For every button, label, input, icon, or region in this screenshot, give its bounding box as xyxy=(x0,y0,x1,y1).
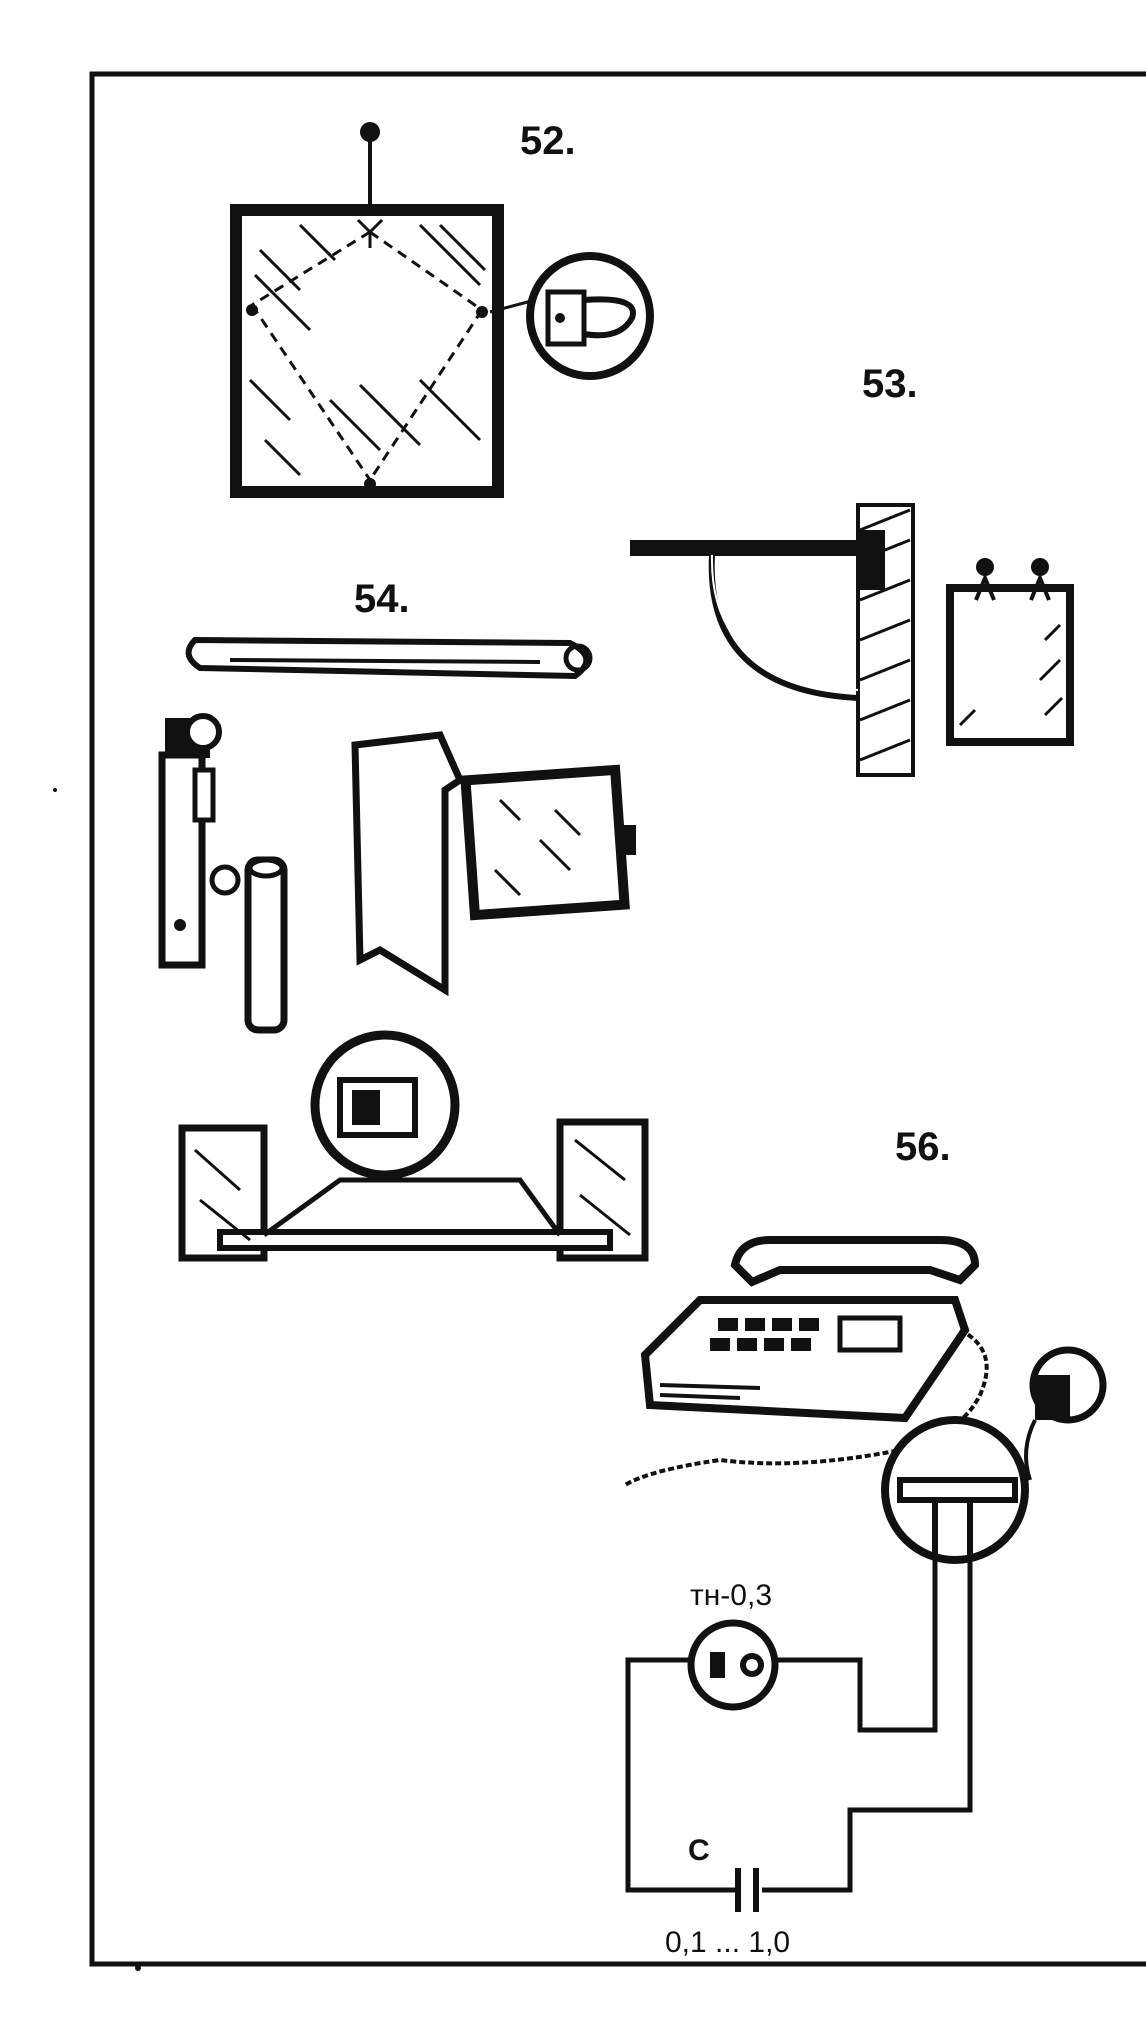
neon-lamp-icon xyxy=(687,1619,779,1711)
long-bar xyxy=(185,636,590,680)
figure-56: 56. xyxy=(623,1125,1107,1959)
bent-frame xyxy=(351,731,465,997)
shelf-brace xyxy=(708,554,859,701)
scan-speck xyxy=(53,788,57,792)
capacitor-range: 0,1 ... 1,0 xyxy=(665,1926,790,1959)
cylinder-pin xyxy=(244,856,288,1034)
bracket-assembly xyxy=(178,1030,649,1262)
telephone-icon xyxy=(640,1236,980,1423)
bracket-base xyxy=(217,1229,613,1251)
pin-head-icon xyxy=(360,122,380,142)
figure-53: 53. xyxy=(630,362,1074,777)
figure-52: 52. xyxy=(230,119,654,498)
figure-54: 54. xyxy=(158,577,636,1034)
bracket-detail-callout xyxy=(310,1030,460,1180)
framed-glass xyxy=(460,764,630,921)
capacitor-icon xyxy=(735,1868,759,1912)
phone-body xyxy=(640,1296,970,1423)
figure-56-number: 56. xyxy=(895,1125,951,1169)
glass-shading xyxy=(248,223,487,477)
glass-frame xyxy=(230,204,504,498)
circuit-wiring xyxy=(625,1560,973,1893)
capacitor-label: C xyxy=(688,1834,710,1867)
shelf-bar xyxy=(630,540,860,556)
figure-52-number: 52. xyxy=(520,119,576,163)
phone-handset xyxy=(730,1236,980,1287)
page-frame xyxy=(89,71,1146,1967)
lamp-label: тн-0,3 xyxy=(690,1579,772,1612)
connector-detail-callout xyxy=(881,1416,1029,1564)
figure-53-number: 53. xyxy=(862,362,918,406)
scan-speck xyxy=(135,1965,141,1971)
figure-54-number: 54. xyxy=(354,577,410,621)
